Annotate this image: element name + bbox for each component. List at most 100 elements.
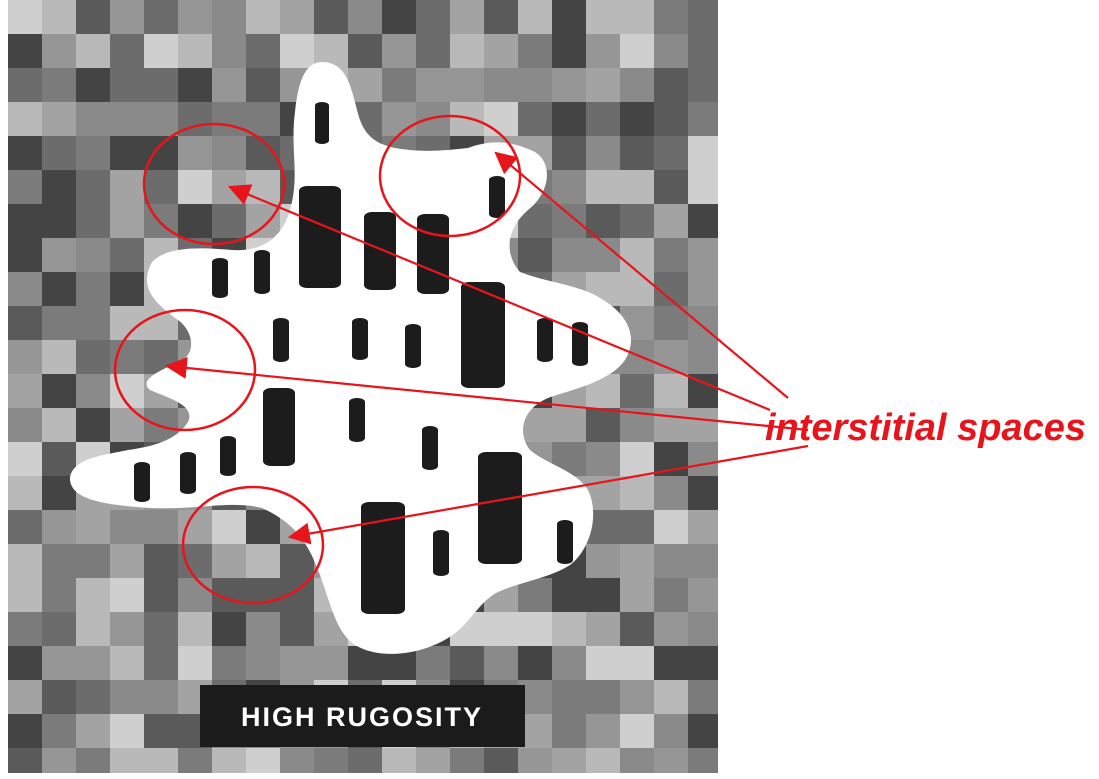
mosaic-tile [42, 34, 76, 68]
mosaic-tile [552, 68, 586, 102]
mosaic-tile [42, 374, 76, 408]
mosaic-tile [144, 170, 178, 204]
mosaic-tile [246, 170, 280, 204]
mosaic-tile [688, 544, 718, 578]
mosaic-tile [620, 714, 654, 748]
mosaic-tile [586, 680, 620, 714]
mosaic-tile [586, 612, 620, 646]
mosaic-tile [688, 612, 718, 646]
mosaic-tile [518, 578, 552, 612]
mosaic-tile [8, 0, 42, 34]
mosaic-tile [246, 102, 280, 136]
mosaic-tile [586, 442, 620, 476]
mosaic-tile [484, 646, 518, 680]
mosaic-tile [688, 102, 718, 136]
mosaic-tile [280, 612, 314, 646]
highlight-circle-middle-left [113, 308, 257, 432]
mosaic-tile [688, 34, 718, 68]
mosaic-tile [110, 102, 144, 136]
cylinder [417, 214, 449, 294]
mosaic-tile [620, 136, 654, 170]
mosaic-tile [518, 0, 552, 34]
mosaic-tile [620, 646, 654, 680]
mosaic-tile [110, 272, 144, 306]
mosaic-tile [552, 170, 586, 204]
mosaic-tile [314, 0, 348, 34]
mosaic-tile [42, 170, 76, 204]
mosaic-tile [518, 102, 552, 136]
mosaic-tile [144, 408, 178, 442]
mosaic-tile [42, 136, 76, 170]
mosaic-tile [110, 34, 144, 68]
mosaic-tile [654, 510, 688, 544]
mosaic-tile [42, 578, 76, 612]
cylinder [349, 398, 365, 442]
mosaic-tile [620, 374, 654, 408]
mosaic-tile [110, 408, 144, 442]
cylinder [220, 436, 236, 476]
cylinder [364, 212, 396, 290]
mosaic-tile [654, 408, 688, 442]
mosaic-tile [8, 204, 42, 238]
mosaic-tile [688, 238, 718, 272]
mosaic-tile [76, 748, 110, 773]
mosaic-tile [178, 0, 212, 34]
mosaic-tile [552, 102, 586, 136]
highlight-circle-lower-middle [181, 485, 325, 605]
mosaic-tile [8, 68, 42, 102]
callout-label: interstitial spaces [765, 407, 1086, 449]
mosaic-tile [620, 680, 654, 714]
cylinder [134, 462, 150, 502]
mosaic-tile [620, 476, 654, 510]
mosaic-tile [688, 714, 718, 748]
mosaic-tile [212, 612, 246, 646]
mosaic-tile [76, 34, 110, 68]
mosaic-tile [450, 646, 484, 680]
mosaic-tile [688, 442, 718, 476]
mosaic-tile [76, 714, 110, 748]
mosaic-tile [654, 102, 688, 136]
mosaic-tile [212, 68, 246, 102]
mosaic-tile [8, 714, 42, 748]
mosaic-tile [654, 34, 688, 68]
mosaic-tile [586, 748, 620, 773]
cylinder [254, 250, 270, 294]
mosaic-tile [110, 170, 144, 204]
mosaic-tile [76, 408, 110, 442]
mosaic-tile [178, 748, 212, 773]
mosaic-tile [8, 578, 42, 612]
mosaic-tile [688, 476, 718, 510]
mosaic-tile [76, 612, 110, 646]
mosaic-tile [654, 374, 688, 408]
mosaic-tile [76, 340, 110, 374]
mosaic-tile [688, 374, 718, 408]
mosaic-tile [620, 0, 654, 34]
mosaic-tile [8, 102, 42, 136]
mosaic-tile [484, 34, 518, 68]
mosaic-tile [552, 204, 586, 238]
mosaic-tile [450, 68, 484, 102]
mosaic-tile [688, 136, 718, 170]
mosaic-tile [654, 680, 688, 714]
mosaic-tile [654, 238, 688, 272]
banner-box [200, 685, 525, 747]
cylinder [315, 102, 329, 144]
mosaic-tile [246, 578, 280, 612]
cylinder [461, 282, 505, 388]
cylinder [478, 452, 522, 564]
mosaic-tile [76, 510, 110, 544]
cylinder [263, 388, 295, 466]
mosaic-tile [552, 238, 586, 272]
mosaic-tile [552, 578, 586, 612]
mosaic-tile [552, 34, 586, 68]
mosaic-tile [654, 646, 688, 680]
cylinder [422, 426, 438, 470]
mosaic-tile [110, 510, 144, 544]
mosaic-tile [8, 476, 42, 510]
mosaic-tile [42, 510, 76, 544]
highlight-circles [113, 114, 522, 605]
mosaic-tile [654, 612, 688, 646]
mosaic-tile [144, 102, 178, 136]
mosaic-tile [314, 748, 348, 773]
